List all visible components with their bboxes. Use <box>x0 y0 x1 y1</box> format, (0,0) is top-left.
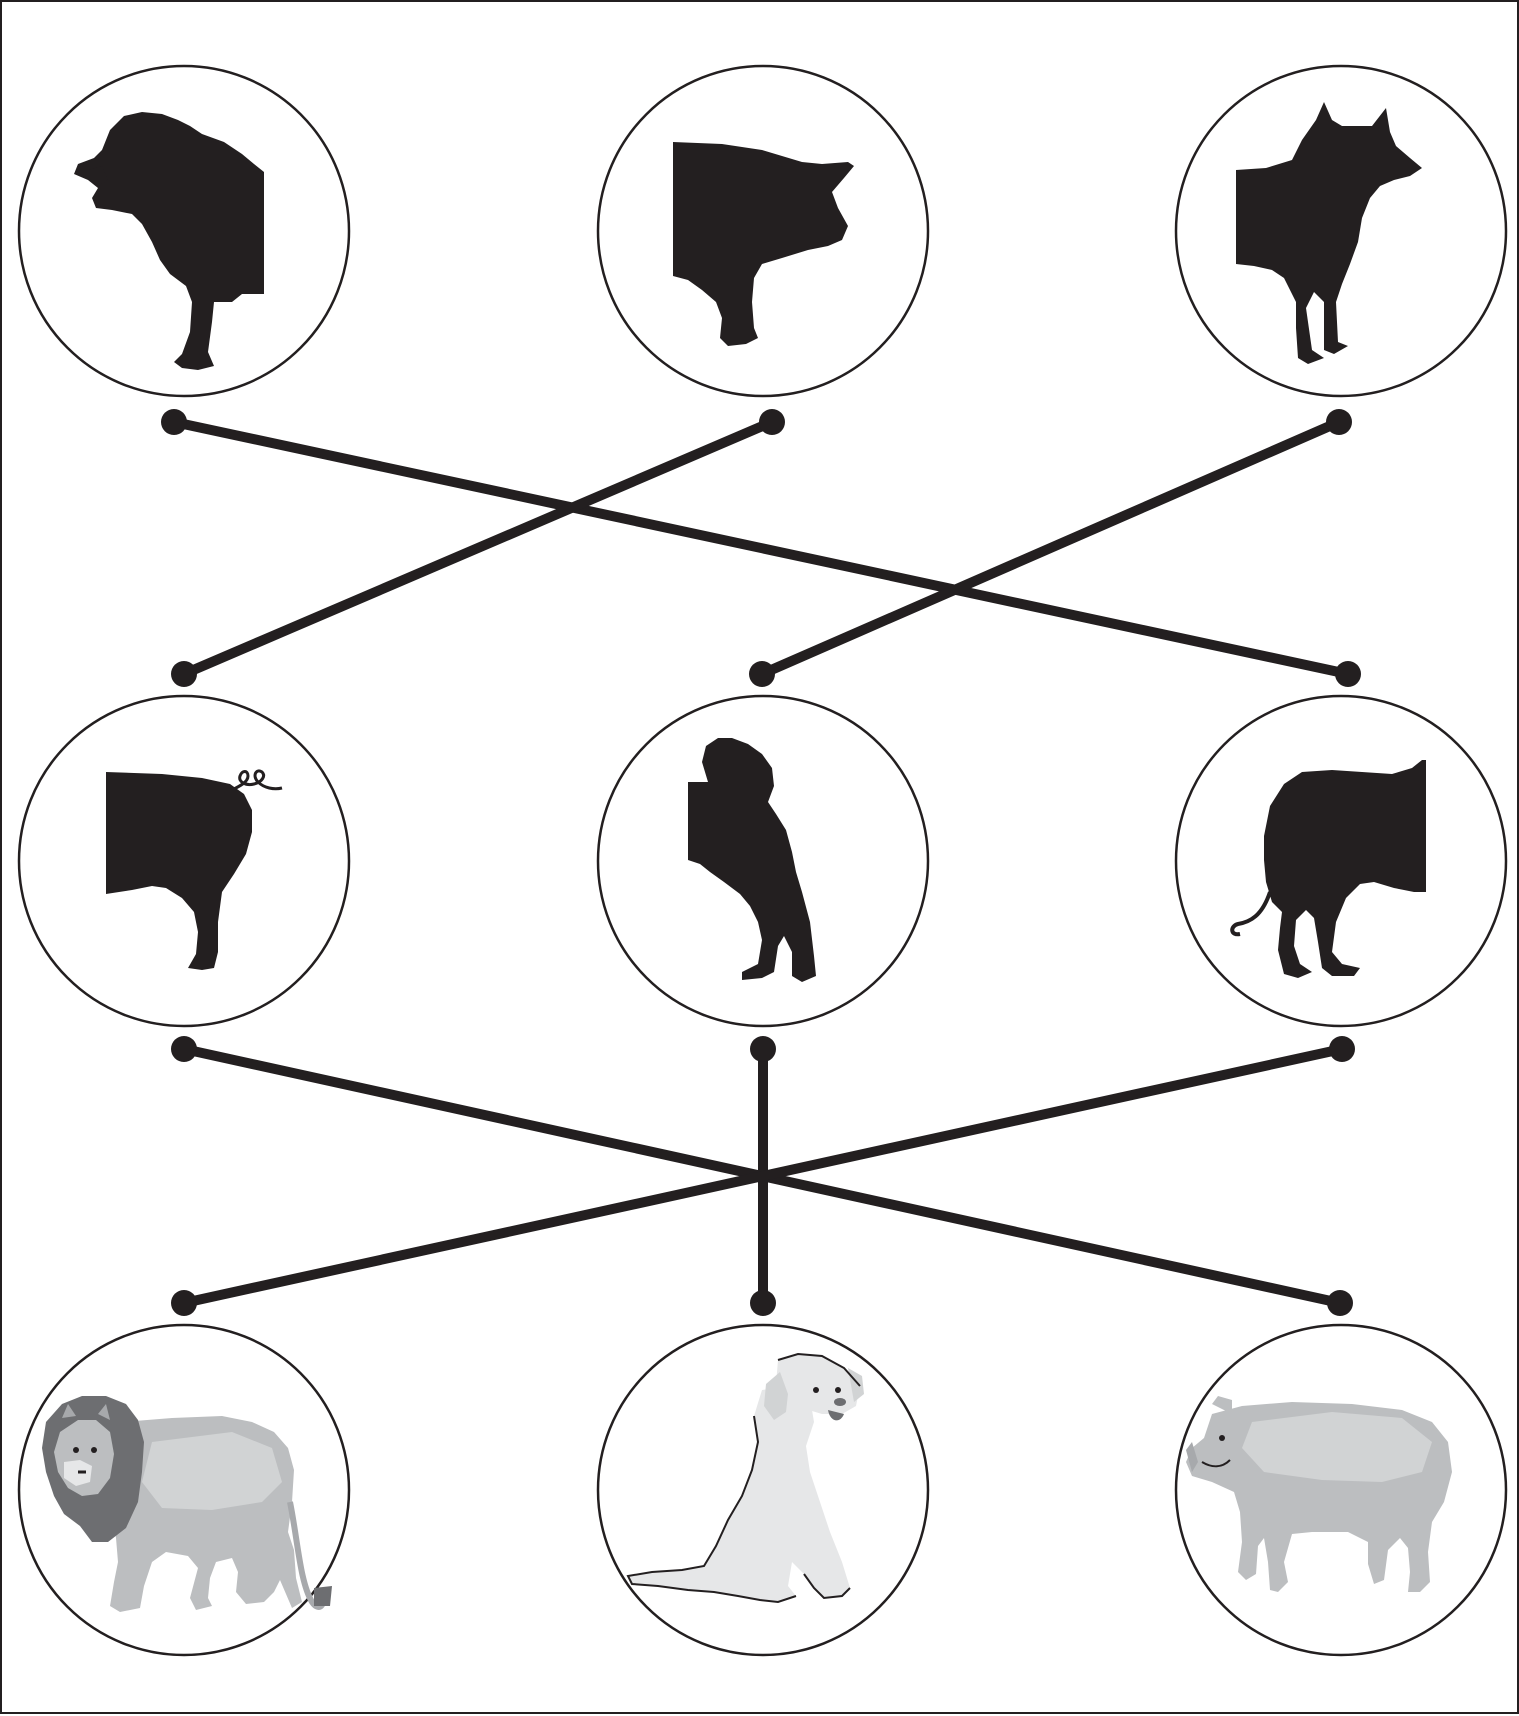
connector-pig-front-to-pig-back <box>179 417 777 679</box>
dog-illustration-icon <box>626 1352 864 1604</box>
lion-back-silhouette-icon <box>1230 760 1426 978</box>
dot-middle-top-center[interactable] <box>749 661 775 687</box>
dot-top-left[interactable] <box>161 409 187 435</box>
connector-dots <box>161 409 1361 1316</box>
dot-middle-top-right[interactable] <box>1335 661 1361 687</box>
dog-back-silhouette-icon <box>688 738 816 982</box>
pig-front-silhouette-icon <box>673 142 854 346</box>
dot-middle-top-left[interactable] <box>171 661 197 687</box>
whole-dog-card[interactable] <box>596 1323 930 1657</box>
dot-middle-bottom-center[interactable] <box>750 1036 776 1062</box>
dot-middle-bottom-left[interactable] <box>171 1036 197 1062</box>
front-lion-card[interactable] <box>17 64 351 398</box>
wolf-front-silhouette-icon <box>1236 102 1422 364</box>
connector-lion-back-to-lion <box>179 1044 1347 1308</box>
back-lion-card[interactable] <box>1174 694 1508 1028</box>
whole-lion-card[interactable] <box>17 1323 351 1657</box>
dot-bottom-center[interactable] <box>750 1290 776 1316</box>
back-pig-card[interactable] <box>17 694 351 1028</box>
pig-illustration-icon <box>1186 1396 1452 1592</box>
connector-lion-front-to-lion-back <box>169 417 1353 679</box>
dot-top-right[interactable] <box>1326 409 1352 435</box>
lion-front-silhouette-icon <box>74 112 264 370</box>
whole-pig-card[interactable] <box>1174 1323 1508 1657</box>
back-dog-card[interactable] <box>596 694 930 1028</box>
pig-back-silhouette-icon <box>106 769 283 970</box>
front-pig-card[interactable] <box>596 64 930 398</box>
dot-bottom-left[interactable] <box>171 1290 197 1316</box>
dot-middle-bottom-right[interactable] <box>1329 1036 1355 1062</box>
lion-illustration-icon <box>42 1396 332 1612</box>
front-wolf-card[interactable] <box>1174 64 1508 398</box>
dot-top-center[interactable] <box>759 409 785 435</box>
connector-wolf-front-to-dog-back <box>757 417 1344 679</box>
connector-lines <box>169 417 1353 1308</box>
dot-bottom-right[interactable] <box>1327 1290 1353 1316</box>
